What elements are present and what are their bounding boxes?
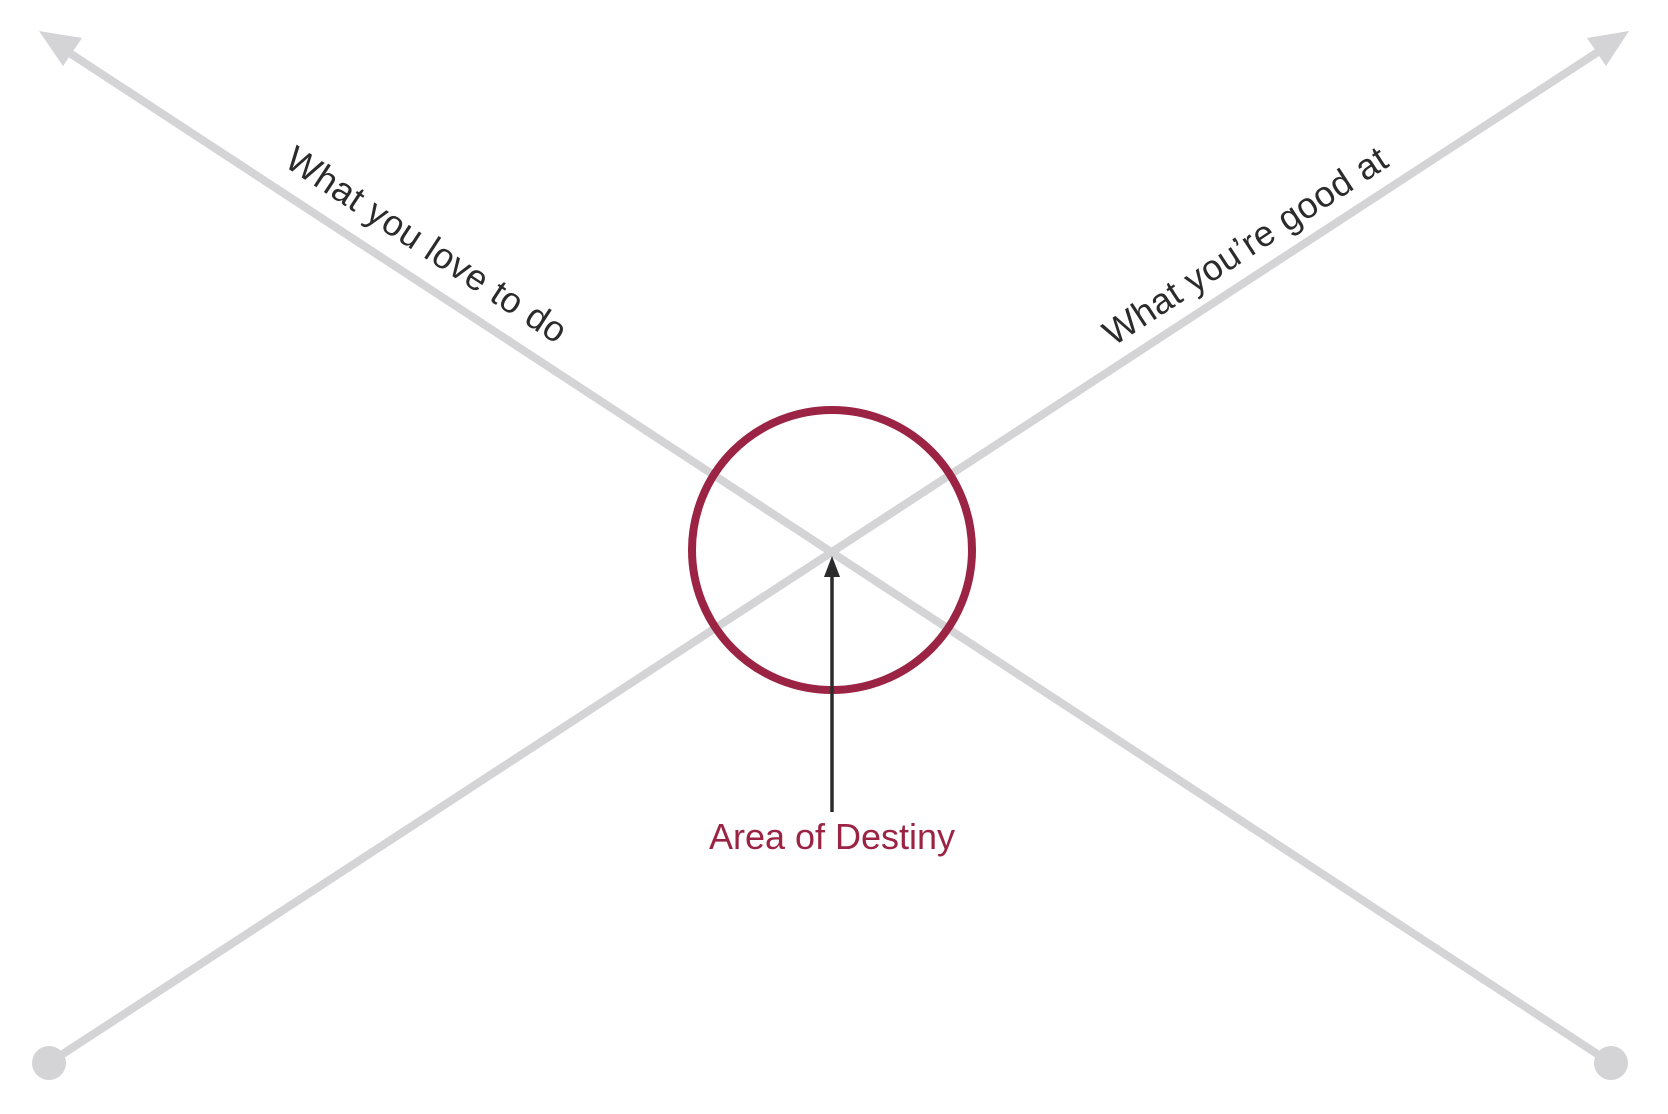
dot-origin-icon bbox=[1594, 1046, 1628, 1080]
axis-good-at bbox=[32, 31, 1629, 1080]
axis-love-label: What you love to do bbox=[279, 138, 576, 352]
axis-good-line bbox=[46, 44, 1607, 1067]
axis-love-to-do bbox=[39, 31, 1628, 1080]
axis-good-label: What you’re good at bbox=[1095, 138, 1395, 354]
triangle-arrowhead-icon bbox=[1587, 31, 1629, 66]
triangle-arrowhead-icon bbox=[39, 31, 82, 66]
axis-love-line bbox=[59, 44, 1614, 1067]
arrow-up-icon bbox=[824, 556, 840, 577]
center-pointer bbox=[824, 556, 840, 812]
dot-origin-icon bbox=[32, 1046, 66, 1080]
center-label: Area of Destiny bbox=[709, 816, 955, 857]
